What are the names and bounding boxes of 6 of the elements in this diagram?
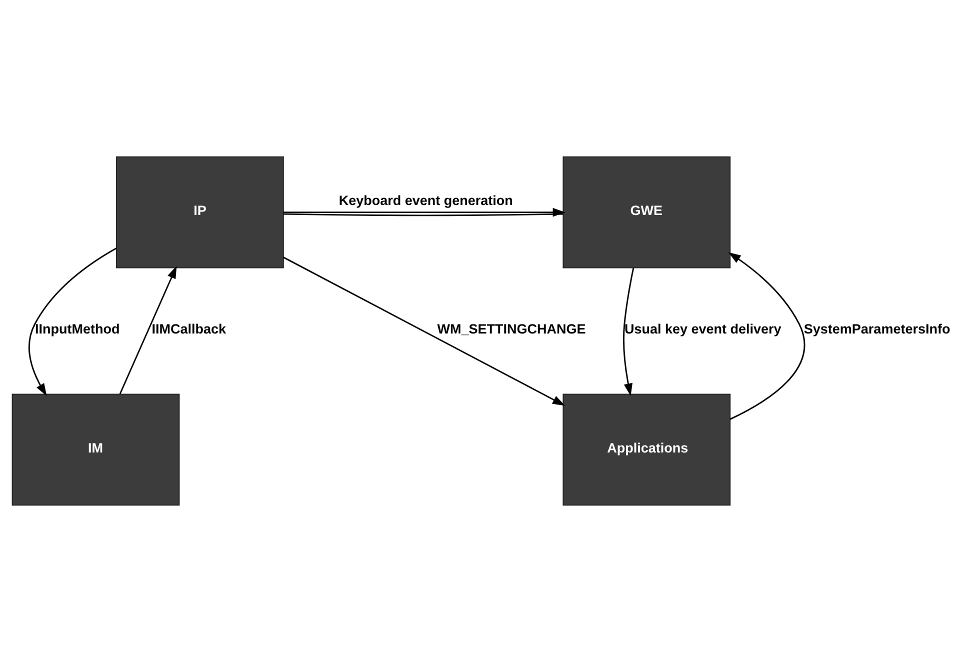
edge-label: IIMCallback [152, 322, 226, 337]
edge-label: Keyboard event generation [338, 192, 513, 208]
edge-label: SystemParametersInfo [804, 322, 950, 337]
edge-label: Usual key event delivery [624, 322, 782, 337]
edge-label: IInputMethod [34, 322, 120, 337]
edge-label: WM_SETTINGCHANGE [437, 322, 586, 337]
